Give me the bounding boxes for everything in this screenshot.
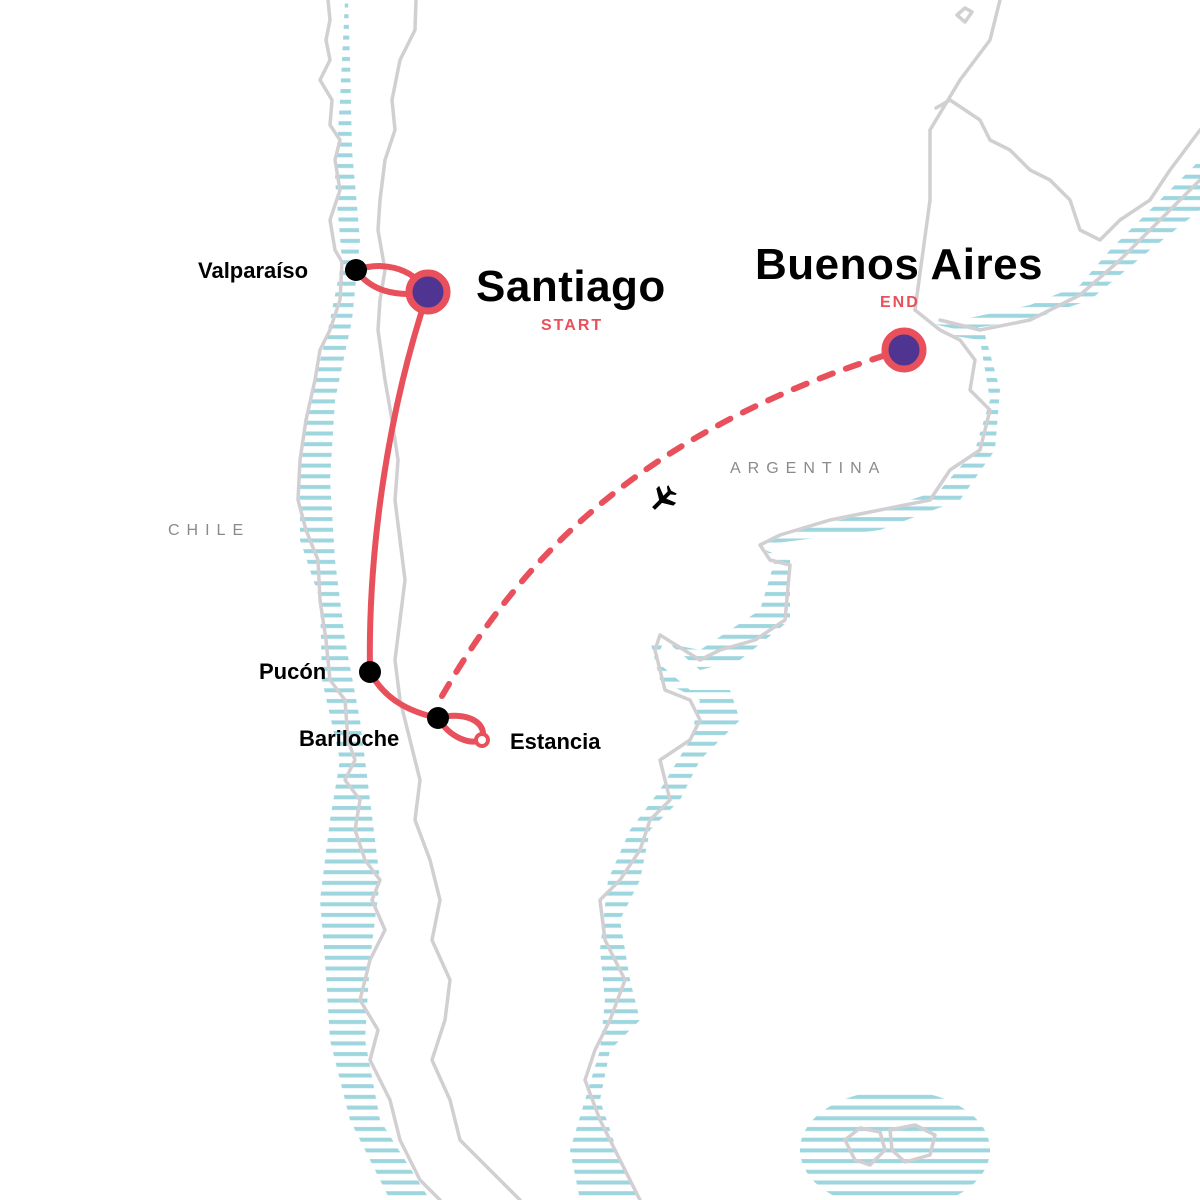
city-marker-buenos-aires[interactable] <box>881 327 927 373</box>
city-label-buenos-aires: Buenos Aires <box>755 240 1044 289</box>
coastlines <box>296 0 1200 1200</box>
city-tag-start: START <box>541 317 604 334</box>
airplane-icon <box>652 485 677 510</box>
route-santiago-pucon <box>366 289 431 675</box>
stop-marker-pucon[interactable] <box>359 661 381 683</box>
city-label-santiago: Santiago <box>476 262 666 311</box>
stop-marker-bariloche[interactable] <box>427 707 449 729</box>
stop-label-pucon: Pucón <box>259 659 327 684</box>
country-label-argentina: ARGENTINA <box>730 460 887 477</box>
city-tag-end: END <box>880 294 920 311</box>
country-label-chile: CHILE <box>168 522 251 539</box>
stop-label-valparaiso: Valparaíso <box>198 258 309 283</box>
city-marker-santiago[interactable] <box>405 269 451 315</box>
stop-label-bariloche: Bariloche <box>299 726 400 751</box>
stop-marker-estancia[interactable] <box>474 732 490 748</box>
route-flight-bariloche-buenos-aires <box>439 347 905 699</box>
stop-marker-valparaiso[interactable] <box>345 259 367 281</box>
ocean-hatching <box>300 0 1200 1200</box>
stop-label-estancia: Estancia <box>510 729 601 754</box>
